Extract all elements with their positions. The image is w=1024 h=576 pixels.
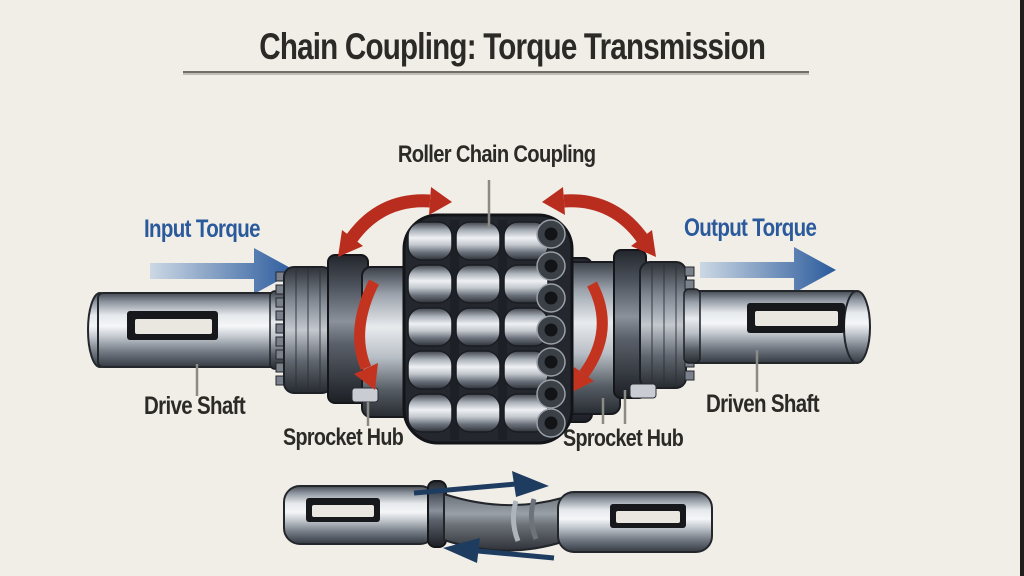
left-sprocket-hub-illustration	[269, 254, 417, 418]
page-title-text: Chain Coupling: Torque Transmission	[259, 26, 766, 67]
title-underline	[183, 71, 809, 73]
hub-rotation-arrow-right-icon	[570, 281, 608, 393]
input-torque-arrow-icon	[150, 248, 296, 294]
leader-lines	[195, 180, 759, 426]
misalignment-arrow-bottom-icon	[443, 538, 555, 563]
misaligned-coupling-illustration	[283, 471, 713, 563]
output-torque-label: Output Torque	[684, 214, 817, 242]
drive-shaft-label: Drive Shaft	[144, 392, 246, 420]
output-torque-arrow-icon	[700, 247, 836, 293]
roller-chain-coupling-label: Roller Chain Coupling	[398, 141, 596, 168]
rotation-arrow-right-icon	[542, 187, 656, 257]
misalignment-arrow-top-icon	[413, 471, 549, 497]
roller-chain-illustration	[402, 213, 574, 445]
right-sprocket-hub-illustration	[557, 249, 701, 423]
input-torque-label: Input Torque	[144, 215, 261, 243]
sprocket-hub-left-label: Sprocket Hub	[283, 424, 404, 451]
sprocket-hub-right-label: Sprocket Hub	[563, 425, 684, 452]
rotation-arrow-left-icon	[338, 187, 452, 257]
driven-shaft-illustration	[686, 290, 871, 364]
frame-edge	[1020, 0, 1024, 576]
page-title: Chain Coupling: Torque Transmission	[0, 26, 1024, 68]
driven-shaft-label: Driven Shaft	[706, 390, 820, 418]
hub-rotation-arrow-left-icon	[354, 279, 379, 390]
